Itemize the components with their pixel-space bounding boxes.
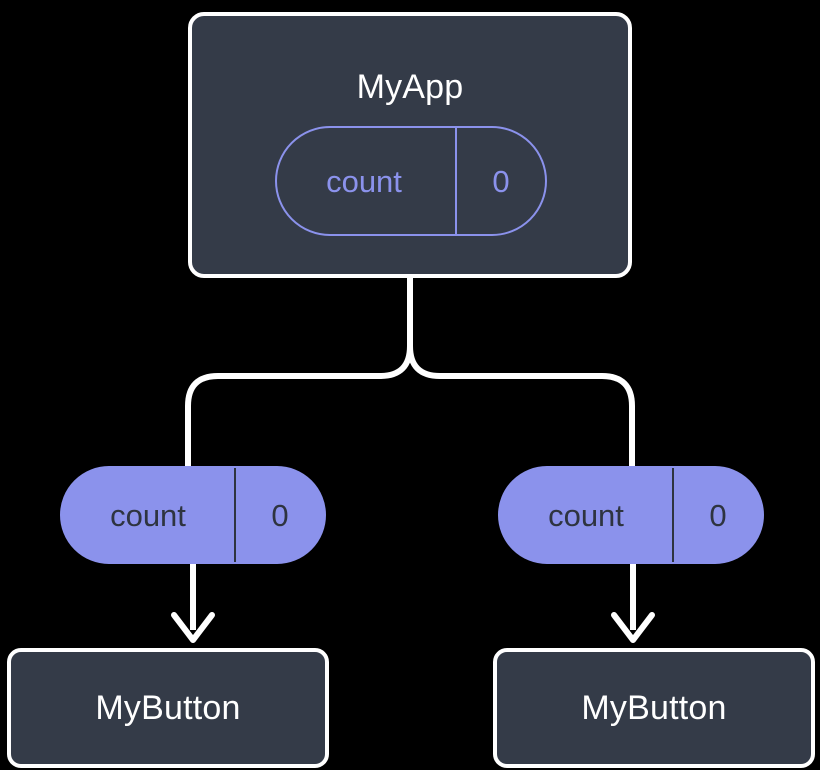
component-node-mybutton-right[interactable]: MyButton (493, 648, 815, 768)
component-node-mybutton-left[interactable]: MyButton (7, 648, 329, 768)
state-pill-key: count (548, 497, 624, 533)
connector-trunk-split-left (185, 343, 413, 473)
state-pill-value: 0 (455, 128, 545, 234)
component-label-mybutton: MyButton (581, 689, 727, 727)
state-pill-key: count (326, 163, 402, 199)
component-label-myapp: MyApp (356, 68, 464, 106)
state-pill-branch-left[interactable]: count 0 (60, 466, 326, 564)
state-pill-myapp[interactable]: count 0 (275, 126, 547, 236)
component-label-mybutton: MyButton (95, 689, 241, 727)
arrow-right-head-icon (611, 612, 655, 643)
arrow-left-head-icon (171, 612, 215, 643)
state-pill-value: 0 (234, 468, 324, 562)
state-pill-branch-right[interactable]: count 0 (498, 466, 764, 564)
connector-trunk-split (407, 275, 635, 473)
state-pill-value: 0 (672, 468, 762, 562)
state-pill-key: count (110, 497, 186, 533)
